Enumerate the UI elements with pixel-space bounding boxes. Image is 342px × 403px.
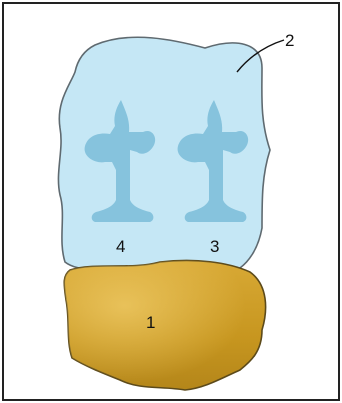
lower-base-highlight	[64, 260, 265, 390]
label-2: 2	[285, 31, 294, 50]
label-4: 4	[116, 237, 125, 256]
label-3: 3	[210, 237, 219, 256]
label-1: 1	[146, 313, 155, 332]
